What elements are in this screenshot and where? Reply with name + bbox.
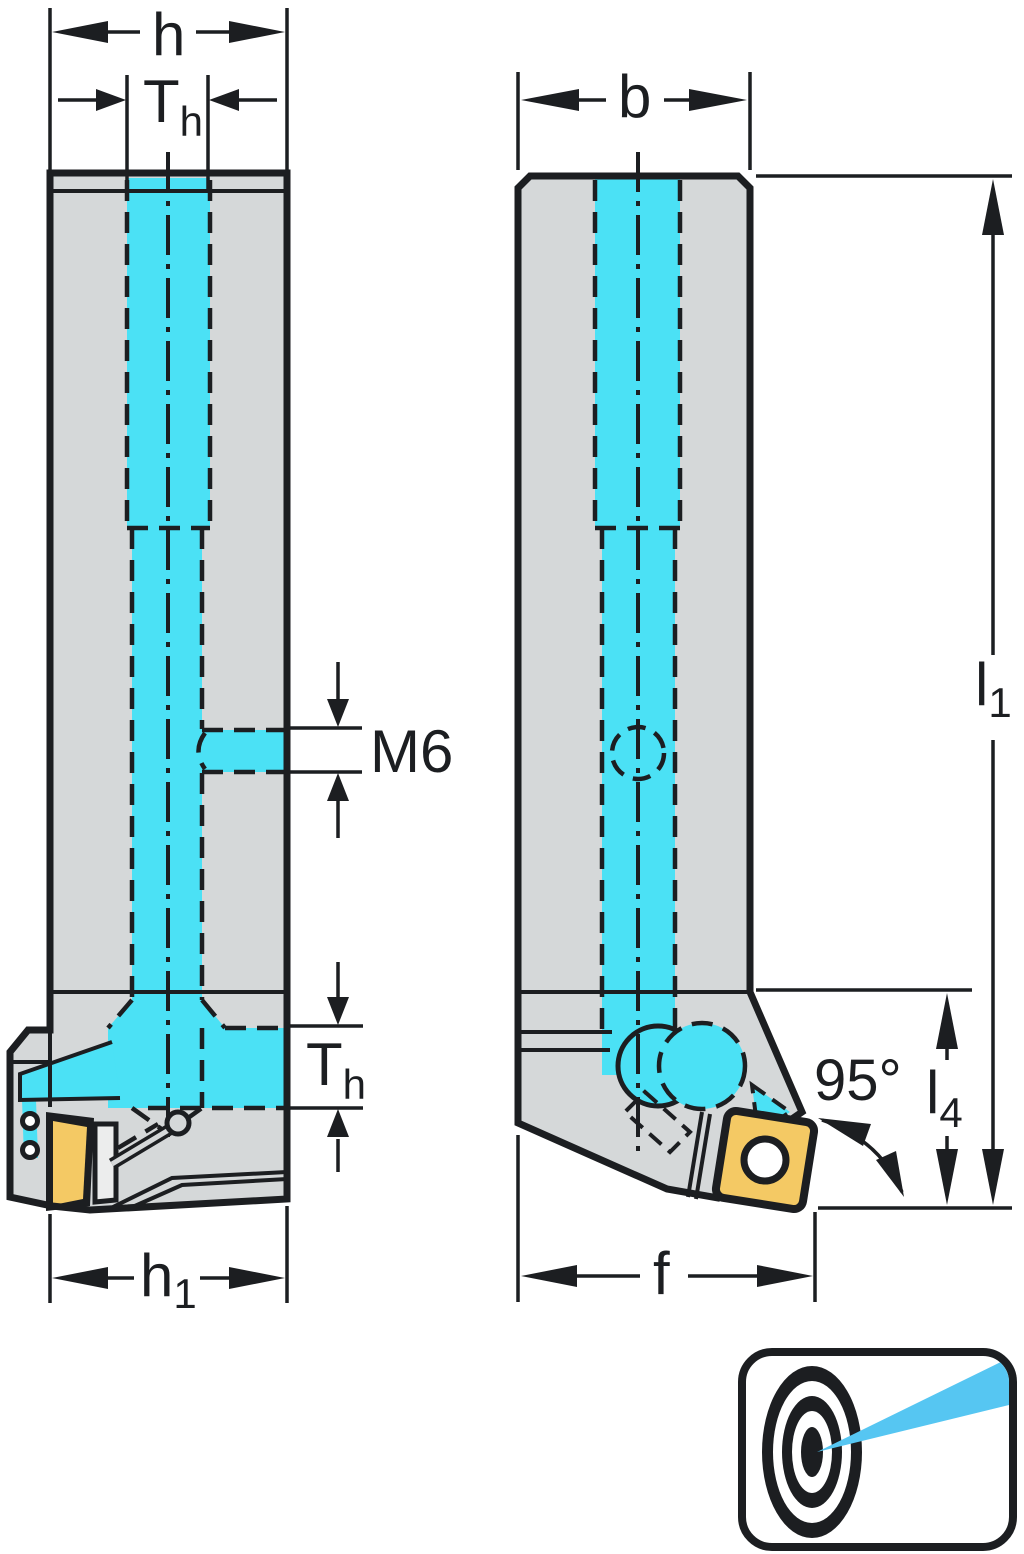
dimension-f: f <box>516 1135 817 1307</box>
label-th-shank: Th <box>143 68 203 145</box>
insert-side <box>53 1121 87 1205</box>
left-view-side <box>6 152 291 1214</box>
shim <box>92 1121 119 1205</box>
dimension-h1: h1 <box>48 1206 289 1317</box>
coolant-beam <box>817 1356 1009 1452</box>
label-h: h <box>152 1 185 68</box>
dimension-b: b <box>516 63 752 170</box>
bullseye <box>762 1356 1009 1538</box>
label-b: b <box>618 63 651 130</box>
dimension-h: h <box>48 1 289 170</box>
left-insert-assembly <box>20 1109 192 1211</box>
coolant-target-icon <box>738 1348 1017 1551</box>
label-l4: l4 <box>926 1059 963 1136</box>
insert-hole <box>740 1135 790 1185</box>
label-f: f <box>653 1240 670 1307</box>
dimension-l4: l4 <box>756 988 972 1205</box>
left-body-outline <box>6 169 291 1214</box>
right-internal-lines <box>518 990 752 1200</box>
screw-hole-lower <box>20 1140 40 1160</box>
label-angle: 95° <box>814 1048 902 1113</box>
right-hidden-edges <box>592 180 693 1155</box>
right-view-front <box>514 152 819 1214</box>
left-internal-lines <box>10 189 288 1211</box>
clamp-screw-head <box>164 1109 192 1137</box>
dimension-l1: l1 <box>756 174 1012 1210</box>
dimension-angle-95: 95° <box>814 1048 904 1197</box>
label-th-head: Th <box>306 1031 366 1108</box>
label-l1: l1 <box>975 651 1012 726</box>
right-insert <box>711 1106 819 1214</box>
label-m6: M6 <box>370 718 453 785</box>
clamp-boss-hidden <box>656 1020 748 1112</box>
left-coolant-channels <box>20 178 287 1158</box>
screw-hole-upper <box>20 1111 40 1131</box>
dimension-th-head: Th <box>290 962 366 1172</box>
hidden-screw <box>622 1089 693 1155</box>
dimension-th-shank: Th <box>58 68 277 190</box>
dimension-m6: M6 <box>290 662 453 838</box>
label-h1: h1 <box>140 1242 197 1317</box>
